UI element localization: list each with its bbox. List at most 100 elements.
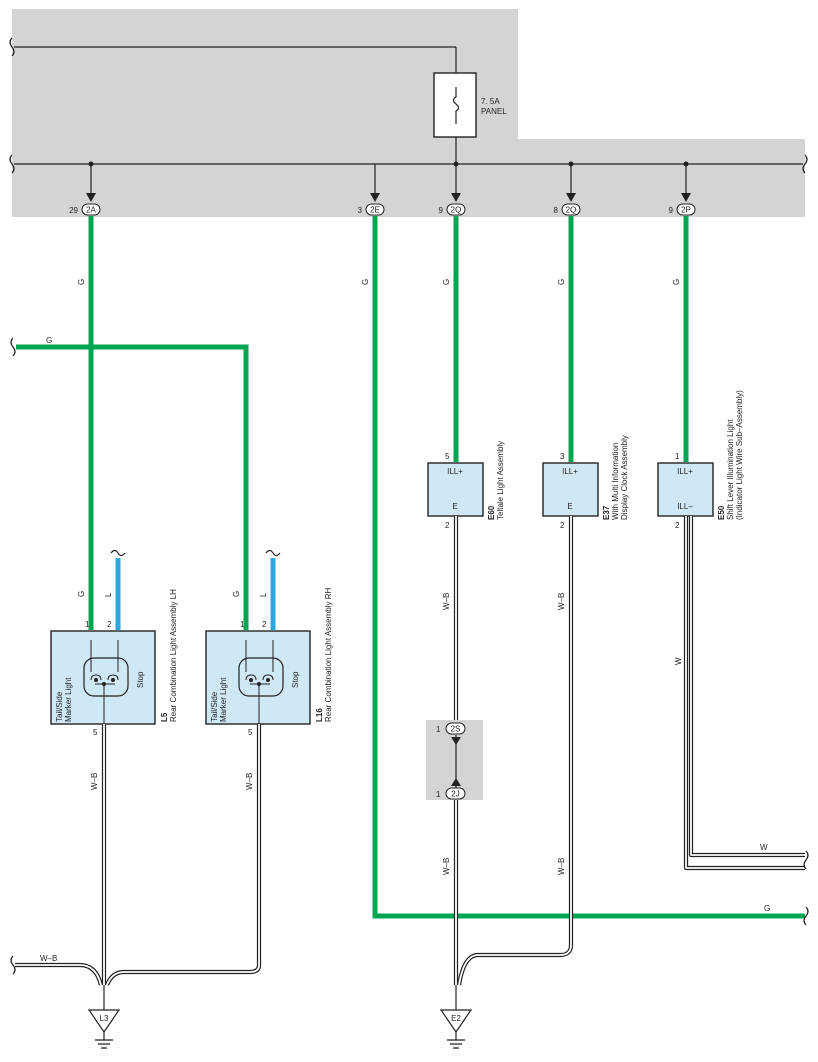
- svg-text:2: 2: [445, 521, 450, 530]
- junction-dots: [88, 161, 689, 167]
- break-mark: [9, 37, 15, 57]
- svg-text:1: 1: [85, 620, 90, 629]
- svg-text:G: G: [557, 279, 566, 285]
- svg-text:G: G: [672, 279, 681, 285]
- connector-2q-b: 2Q 8: [554, 203, 581, 216]
- connector-2a: 2A 29: [69, 203, 101, 216]
- svg-text:1: 1: [240, 620, 245, 629]
- svg-text:2A: 2A: [86, 206, 96, 215]
- component-e50: ILL+ ILL– 1 2 E50 Shift Lever Illuminati…: [657, 390, 744, 530]
- connector-arrows: [86, 193, 691, 202]
- wb-wire-labels: W–B W–B W–B W–B W–B W–B W–B W W: [40, 593, 768, 963]
- svg-text:8: 8: [554, 206, 559, 215]
- svg-text:L3: L3: [100, 1014, 109, 1023]
- svg-text:E50: E50: [717, 505, 726, 520]
- svg-text:E37: E37: [602, 505, 611, 520]
- svg-text:W–B: W–B: [557, 593, 566, 610]
- svg-text:L: L: [259, 592, 268, 597]
- svg-text:ILL+: ILL+: [562, 467, 578, 476]
- connector-arrow: [451, 737, 461, 745]
- break-mark: [10, 337, 16, 357]
- break-mark: [9, 154, 15, 174]
- connector-2q-a: 2Q 9: [439, 203, 466, 216]
- svg-text:L5: L5: [160, 712, 169, 722]
- connector-2j: 2J 1: [436, 787, 466, 800]
- break-mark: [803, 906, 809, 926]
- svg-text:L16: L16: [315, 708, 324, 722]
- svg-text:2: 2: [262, 620, 267, 629]
- wb-wires-fill: [15, 516, 805, 986]
- ground-e2: E2: [439, 985, 473, 1049]
- svg-text:W–B: W–B: [90, 773, 99, 790]
- ground-icon: [447, 1032, 465, 1049]
- svg-text:Display Clock Assembly: Display Clock Assembly: [620, 435, 629, 520]
- svg-text:L: L: [104, 592, 113, 597]
- svg-text:E60: E60: [487, 505, 496, 520]
- svg-text:ILL+: ILL+: [447, 467, 463, 476]
- svg-text:Rear Combination Light Assembl: Rear Combination Light Assembly RH: [324, 587, 333, 722]
- svg-text:G: G: [764, 904, 770, 913]
- svg-text:G: G: [46, 336, 52, 345]
- svg-text:With Multi Information: With Multi Information: [611, 443, 620, 520]
- svg-text:1: 1: [436, 790, 441, 799]
- svg-text:Stop: Stop: [291, 671, 300, 688]
- svg-text:Tail/Side: Tail/Side: [210, 691, 219, 722]
- svg-text:W: W: [760, 843, 768, 852]
- connector-arrow: [451, 778, 461, 786]
- connector-2s: 2S 1: [436, 722, 466, 735]
- svg-text:2E: 2E: [370, 206, 380, 215]
- svg-text:E: E: [452, 502, 457, 511]
- svg-text:Stop: Stop: [136, 671, 145, 688]
- svg-text:5: 5: [93, 728, 98, 737]
- component-e37: ILL+ E 3 2 E37 With Multi Information Di…: [542, 435, 629, 530]
- junction-block-area: [12, 9, 805, 217]
- svg-text:2: 2: [675, 521, 680, 530]
- svg-text:2Q: 2Q: [566, 206, 577, 215]
- svg-text:Teltale Light Assembly: Teltale Light Assembly: [496, 441, 505, 520]
- svg-text:Rear Combination Light Assembl: Rear Combination Light Assembly LH: [169, 589, 178, 722]
- svg-text:3: 3: [560, 452, 565, 461]
- svg-text:W–B: W–B: [245, 773, 254, 790]
- fuse-rating: 7. 5A: [481, 97, 500, 106]
- fuse-icon: [452, 87, 460, 124]
- svg-text:2: 2: [560, 521, 565, 530]
- break-mark: [110, 549, 281, 557]
- fuse-box: [433, 72, 477, 138]
- svg-text:Shift Lever Illumination Light: Shift Lever Illumination Light: [726, 419, 735, 520]
- component-e60: ILL+ E 5 2 E60 Teltale Light Assembly: [427, 441, 505, 530]
- connector-2p: 2P 9: [669, 203, 696, 216]
- svg-text:29: 29: [69, 206, 78, 215]
- svg-text:3: 3: [358, 206, 363, 215]
- svg-text:W–B: W–B: [557, 858, 566, 875]
- ground-icon: [95, 1032, 113, 1049]
- svg-text:Tail/Side: Tail/Side: [55, 691, 64, 722]
- svg-text:ILL–: ILL–: [677, 502, 693, 511]
- svg-text:5: 5: [248, 728, 253, 737]
- svg-text:1: 1: [675, 452, 680, 461]
- svg-text:G: G: [442, 279, 451, 285]
- ground-l3: L3: [87, 985, 121, 1049]
- svg-text:W: W: [674, 657, 683, 665]
- bulb-icon: [83, 657, 129, 697]
- svg-text:2: 2: [107, 620, 112, 629]
- svg-text:9: 9: [439, 206, 444, 215]
- bus-drops: [90, 164, 687, 198]
- svg-text:2S: 2S: [451, 725, 461, 734]
- svg-text:Marker Light: Marker Light: [219, 677, 228, 722]
- svg-text:1: 1: [436, 725, 441, 734]
- svg-text:W–B: W–B: [40, 954, 57, 963]
- svg-text:2P: 2P: [681, 206, 691, 215]
- svg-text:2Q: 2Q: [451, 206, 462, 215]
- svg-text:(Indicator Light Wire Sub–Asse: (Indicator Light Wire Sub–Assembly): [735, 390, 744, 520]
- svg-text:G: G: [361, 279, 370, 285]
- svg-text:G: G: [232, 591, 241, 597]
- green-wires: [16, 216, 805, 919]
- svg-text:2J: 2J: [451, 790, 459, 799]
- svg-text:9: 9: [669, 206, 674, 215]
- blue-wires: [115, 558, 276, 630]
- break-mark: [802, 154, 808, 174]
- component-l5: 1 2 5 Tail/Side Marker Light Stop L5 Rea…: [50, 589, 178, 737]
- bulb-icon: [238, 657, 284, 697]
- svg-text:G: G: [77, 591, 86, 597]
